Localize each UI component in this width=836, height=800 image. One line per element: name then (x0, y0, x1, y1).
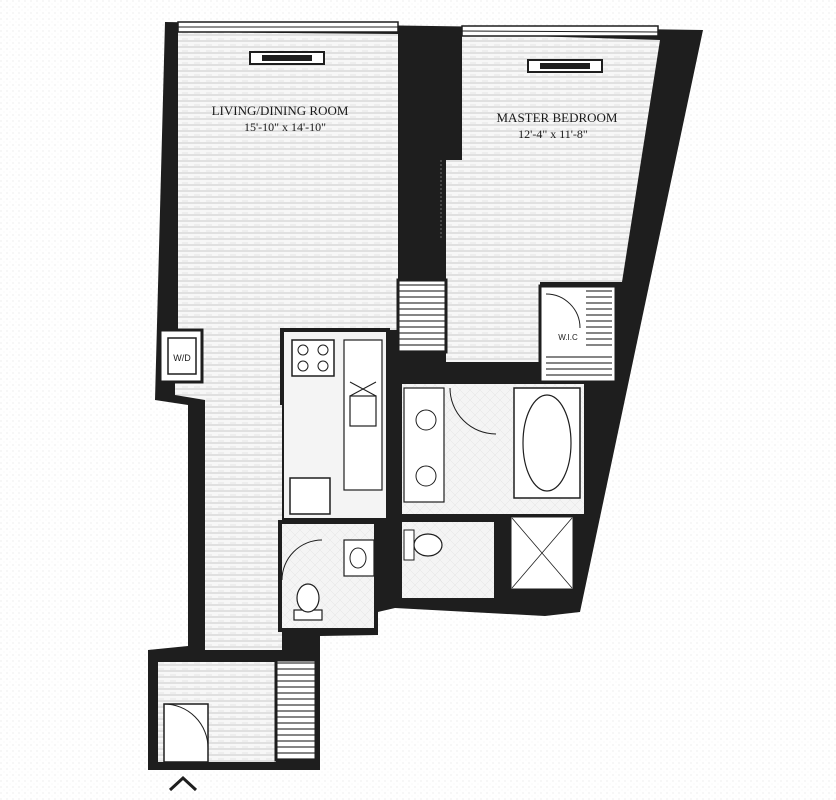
entry-door (163, 703, 209, 763)
walk-in-closet-label: W.I.C (558, 333, 578, 342)
master-bath (398, 380, 588, 518)
double-vanity (403, 387, 445, 503)
washer-dryer-unit (167, 337, 197, 375)
hall-floor (446, 282, 540, 362)
kitchen-aisle-floor (210, 405, 282, 650)
water-closet (398, 518, 498, 602)
bathtub (513, 387, 581, 499)
shower (508, 514, 576, 592)
powder-vanity (343, 539, 375, 577)
powder-room (278, 520, 378, 632)
window-living (177, 21, 399, 65)
living-room-dimensions: 15'-10" x 14'-10" (244, 120, 326, 134)
entry-closet (274, 658, 318, 762)
cooktop (291, 339, 335, 377)
kitchen-sink (349, 395, 377, 427)
refrigerator (289, 477, 331, 515)
walk-in-closet: W.I.C (538, 284, 618, 384)
powder-toilet-bowl (296, 583, 320, 613)
structural-column (398, 34, 462, 160)
washer-dryer-label: W/D (173, 353, 191, 363)
bedroom-dimensions: 12'-4" x 11'-8" (518, 127, 588, 141)
entry-arrow-icon (168, 775, 198, 792)
kitchen (280, 328, 390, 522)
bedroom-partition-wall (436, 160, 446, 360)
bedroom-name: MASTER BEDROOM (497, 110, 618, 125)
hall-closet (396, 278, 448, 354)
window-bedroom (461, 25, 659, 73)
entry-foyer (158, 658, 318, 763)
master-bedroom-floor (446, 34, 660, 360)
living-room-name: LIVING/DINING ROOM (212, 103, 349, 118)
